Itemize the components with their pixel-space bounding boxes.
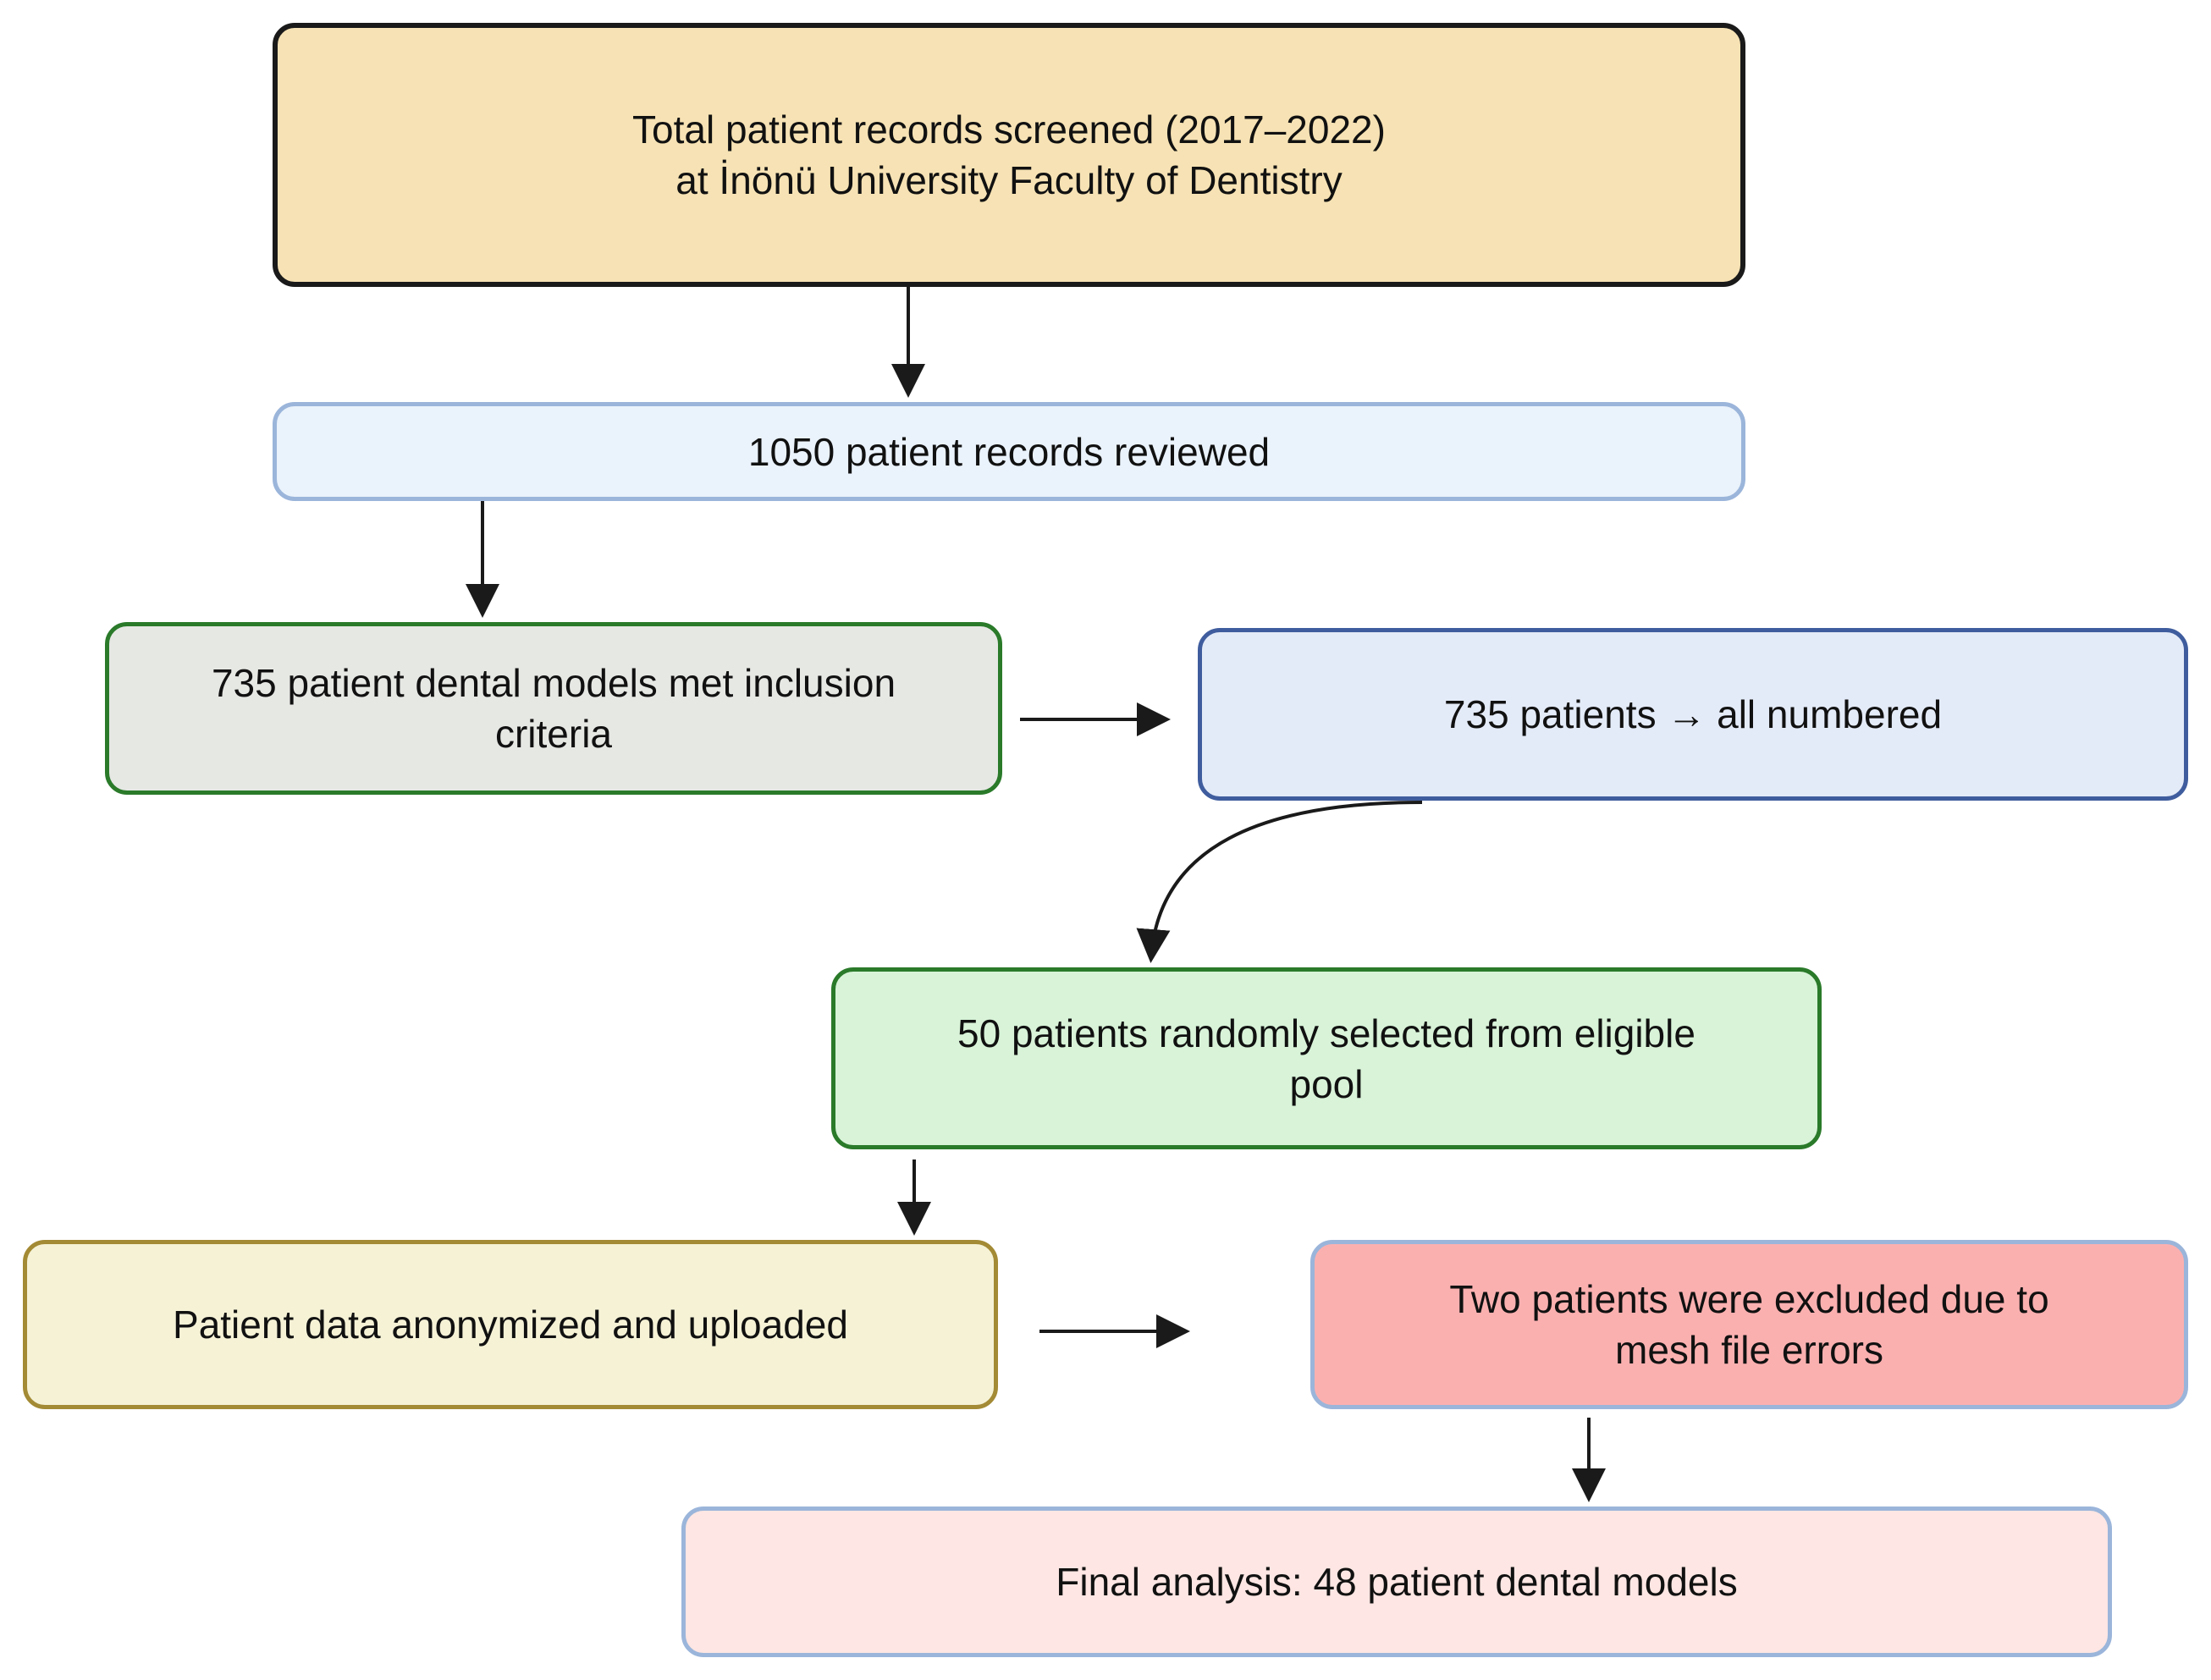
arrow-numbered-to-selected <box>1136 801 1423 963</box>
box-final-analysis-label: Final analysis: 48 patient dental models <box>1056 1560 1738 1604</box>
box-patients-excluded-label: Two patients were excluded due to mesh f… <box>1449 1277 2049 1372</box>
box-inclusion-criteria: 735 patient dental models met inclusion … <box>105 622 1002 795</box>
box-records-screened: Total patient records screened (2017–202… <box>273 23 1745 287</box>
box-patients-numbered-label: 735 patients → all numbered <box>1443 692 1943 736</box>
box-random-selection: 50 patients randomly selected from eligi… <box>831 967 1822 1149</box>
box-inclusion-criteria-label: 735 patient dental models met inclusion … <box>211 661 896 756</box>
box-data-anonymized-label: Patient data anonymized and uploaded <box>173 1303 848 1347</box>
box-final-analysis: Final analysis: 48 patient dental models <box>681 1506 2112 1657</box>
box-data-anonymized: Patient data anonymized and uploaded <box>23 1240 998 1409</box>
box-records-reviewed: 1050 patient records reviewed <box>273 402 1745 501</box>
box-records-screened-label: Total patient records screened (2017–202… <box>632 107 1386 202</box>
box-records-reviewed-label: 1050 patient records reviewed <box>747 429 1271 474</box>
box-patients-numbered: 735 patients → all numbered <box>1198 628 2188 801</box>
box-patients-excluded: Two patients were excluded due to mesh f… <box>1310 1240 2188 1409</box>
box-random-selection-label: 50 patients randomly selected from eligi… <box>957 1011 1695 1106</box>
